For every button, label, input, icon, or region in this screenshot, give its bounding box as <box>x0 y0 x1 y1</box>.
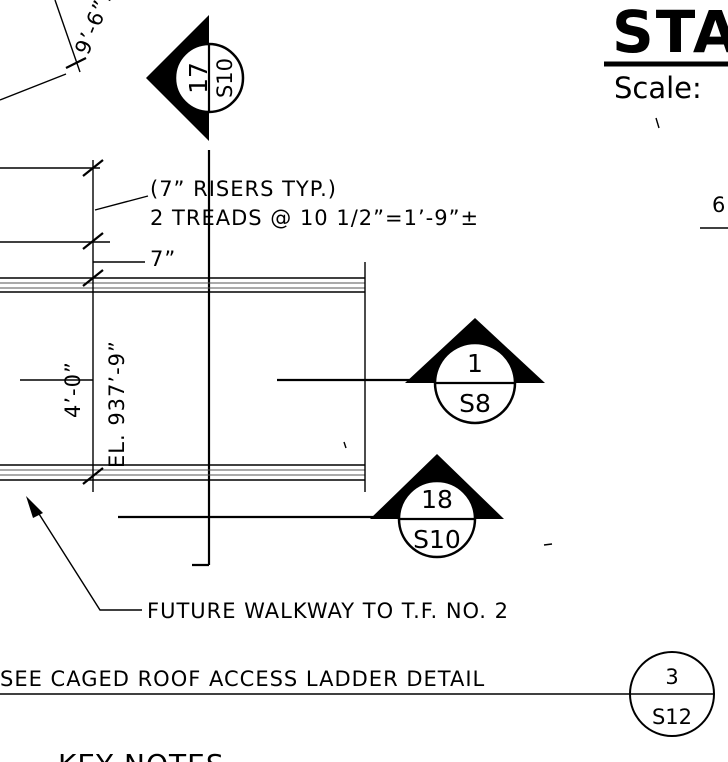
scale-label: Scale: <box>614 71 702 105</box>
risers-note-line2: 2 TREADS @ 10 1/2”=1’-9”± <box>150 206 479 230</box>
drawing-title: STA <box>612 0 728 66</box>
section-marker-1-sheet: S8 <box>459 389 491 418</box>
title-block: STA Scale: <box>604 0 728 129</box>
section-marker-17: 17 S10 <box>146 15 245 141</box>
section-marker-18-number: 18 <box>421 485 453 514</box>
dim-tick-2 <box>82 232 104 250</box>
section-marker-17-number: 17 <box>184 62 213 94</box>
top-dimension-label: 9’-6”± <box>70 0 121 58</box>
column-line <box>192 150 211 567</box>
future-walkway-leader <box>33 505 142 611</box>
detail-callout-sheet: S12 <box>652 705 692 729</box>
detail-callout-number: 3 <box>665 665 678 689</box>
section-marker-18: 18 S10 <box>118 454 504 559</box>
stray-mark <box>543 543 553 546</box>
caged-ladder-note: SEE CAGED ROOF ACCESS LADDER DETAIL <box>0 667 630 695</box>
section-marker-18-sheet: S10 <box>413 525 461 554</box>
top-dimension-tick <box>65 57 87 69</box>
elevation-label: EL. 937’-9” <box>105 340 129 468</box>
detail-callout-3: 3 S12 <box>629 651 715 737</box>
dim-tick-3 <box>82 269 104 287</box>
key-notes-heading: KEY NOTES <box>58 748 225 762</box>
risers-note: (7” RISERS TYP.) 2 TREADS @ 10 1/2”=1’-9… <box>94 177 479 230</box>
section-marker-1: 1 S8 <box>277 318 545 425</box>
height-dimension-label: 4’-0” <box>61 361 85 418</box>
stray-mark <box>655 117 660 129</box>
dim-tick-1 <box>82 159 104 177</box>
right-dimension-label: 6 <box>712 193 726 217</box>
riser-dimension-label: 7” <box>150 247 176 271</box>
future-walkway-note: FUTURE WALKWAY TO T.F. NO. 2 <box>26 496 509 623</box>
stray-mark <box>343 441 347 449</box>
caged-ladder-label: SEE CAGED ROOF ACCESS LADDER DETAIL <box>0 667 485 691</box>
section-marker-17-sheet: S10 <box>213 58 237 98</box>
risers-note-line1: (7” RISERS TYP.) <box>150 177 337 201</box>
future-walkway-label: FUTURE WALKWAY TO T.F. NO. 2 <box>147 599 509 623</box>
top-leader-line <box>0 73 67 101</box>
dim-tick-4 <box>82 467 104 485</box>
section-marker-1-number: 1 <box>467 349 483 378</box>
vertical-dimensions: 4’-0” EL. 937’-9” 7” <box>20 159 176 492</box>
stair-lines <box>0 167 374 492</box>
right-dimension: 6 <box>700 193 728 229</box>
risers-note-leader <box>94 195 149 211</box>
top-dimension-line <box>54 0 81 73</box>
top-dimension: 9’-6”± <box>0 0 121 101</box>
